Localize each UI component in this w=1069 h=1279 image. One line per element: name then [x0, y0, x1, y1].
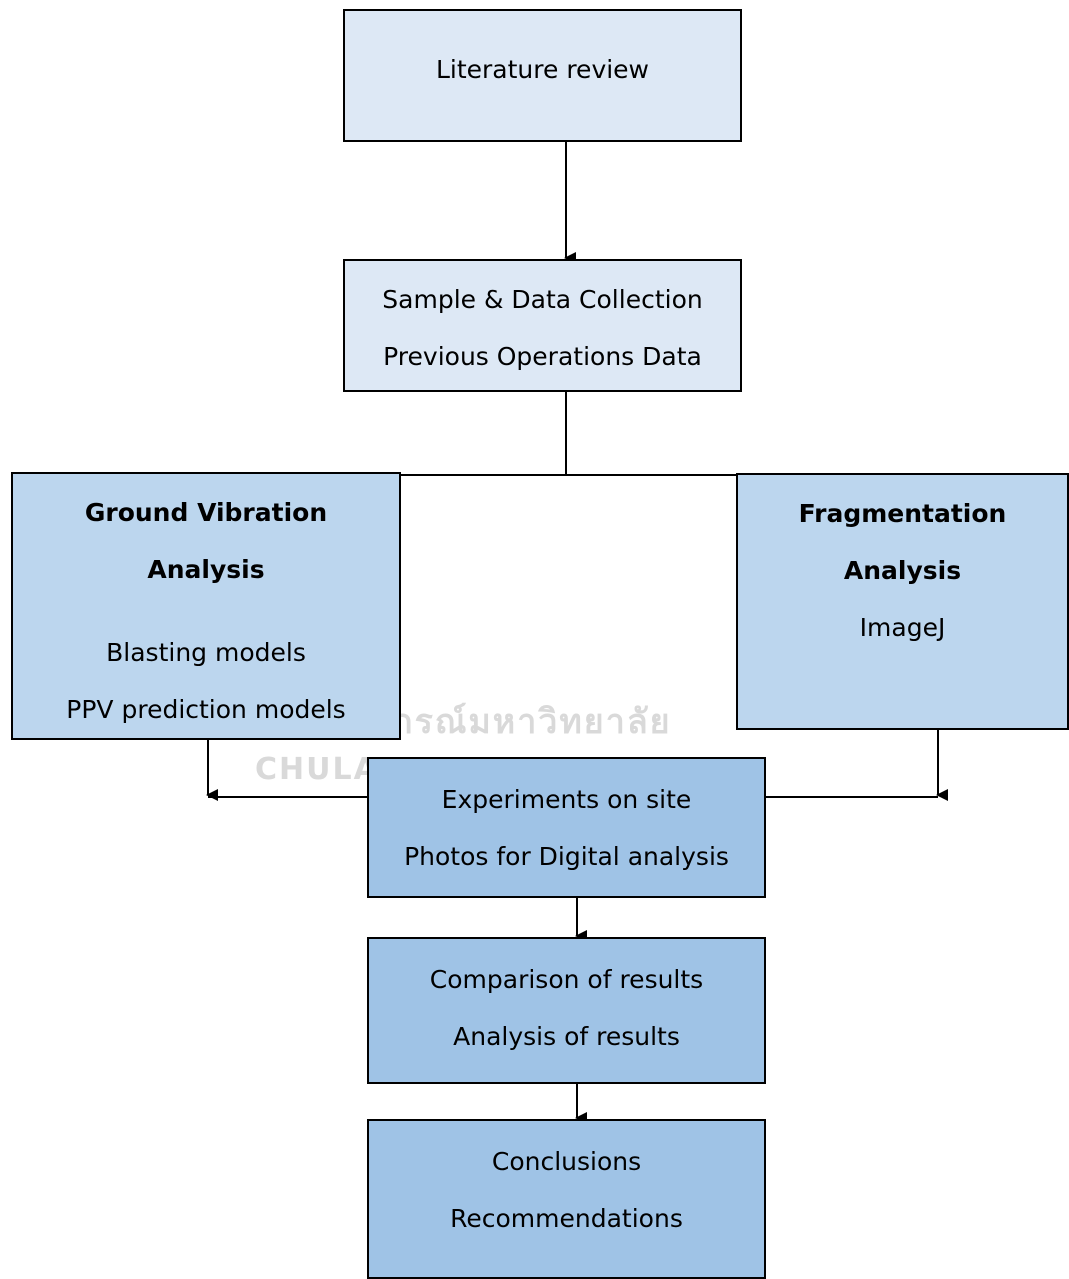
node-experiments-line-1: Experiments on site — [441, 785, 692, 814]
node-comparison-line-2: Analysis of results — [453, 1022, 680, 1051]
node-sample-line-2: Previous Operations Data — [383, 342, 702, 371]
node-conclusions-line-2: Recommendations — [450, 1204, 683, 1233]
watermark-latin: CHULA — [255, 752, 379, 787]
node-comparison-of-results: Comparison of results Analysis of result… — [367, 937, 766, 1084]
node-experiments-on-site: Experiments on site Photos for Digital a… — [367, 757, 766, 898]
node-fragmentation-analysis: Fragmentation Analysis ImageJ — [736, 473, 1069, 730]
node-fragmentation-title-1: Fragmentation — [798, 499, 1007, 528]
watermark-thai: กรณ์มหาวิทยาลัย — [392, 702, 672, 742]
node-conclusions-line-1: Conclusions — [491, 1147, 642, 1176]
node-sample-data-collection: Sample & Data Collection Previous Operat… — [343, 259, 742, 392]
node-ground-title-2: Analysis — [147, 555, 265, 584]
node-fragmentation-line-1: ImageJ — [859, 613, 946, 642]
node-experiments-line-2: Photos for Digital analysis — [404, 842, 729, 871]
node-literature-review: Literature review — [343, 9, 742, 142]
node-comparison-line-1: Comparison of results — [429, 965, 704, 994]
node-ground-vibration-analysis: Ground Vibration Analysis Blasting model… — [11, 472, 401, 740]
node-sample-line-1: Sample & Data Collection — [382, 285, 703, 314]
node-conclusions: Conclusions Recommendations — [367, 1119, 766, 1279]
node-ground-title-1: Ground Vibration — [84, 498, 328, 527]
node-ground-line-2: PPV prediction models — [66, 695, 346, 724]
node-fragmentation-title-2: Analysis — [843, 556, 962, 585]
node-literature-review-line-1: Literature review — [435, 55, 650, 84]
node-ground-line-1: Blasting models — [106, 638, 306, 667]
